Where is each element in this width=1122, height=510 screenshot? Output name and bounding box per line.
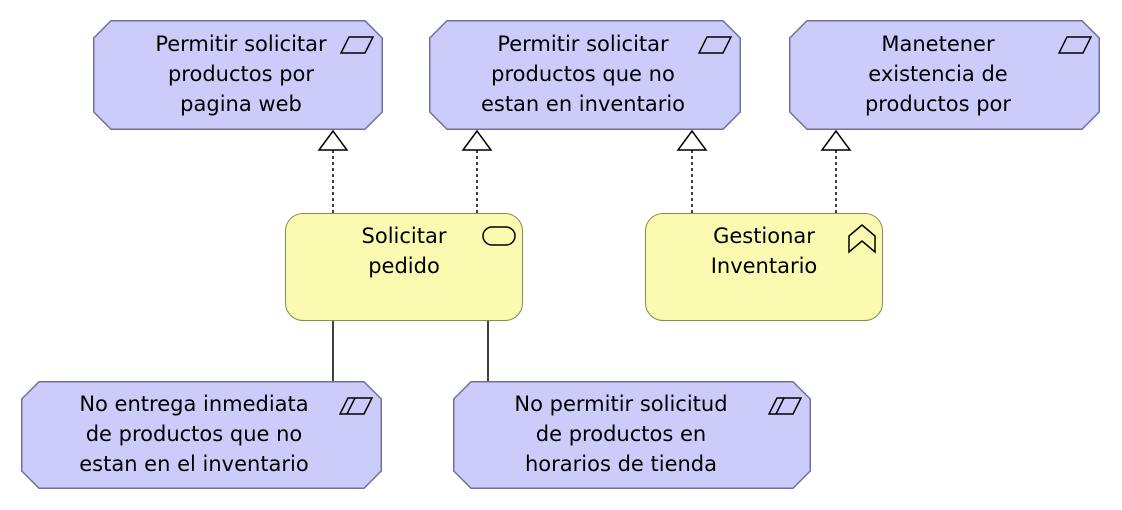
goal-label: Manetener existencia de productos por xyxy=(864,32,1012,116)
service-node[interactable]: Gestionar Inventario xyxy=(645,213,883,321)
realization-connector[interactable] xyxy=(317,129,349,213)
function-chevron-icon xyxy=(848,224,876,254)
goal-node[interactable]: Permitir solicitar productos por pagina … xyxy=(93,20,383,130)
constraint-node[interactable]: No entrega inmediata de productos que no… xyxy=(21,381,382,489)
service-node[interactable]: Solicitar pedido xyxy=(285,213,523,321)
service-label: Solicitar pedido xyxy=(361,224,447,278)
goal-shape xyxy=(429,20,741,130)
goal-node[interactable]: Manetener existencia de productos por xyxy=(789,20,1100,130)
realization-connector[interactable] xyxy=(461,129,493,213)
service-label: Gestionar Inventario xyxy=(710,224,818,278)
goal-shape xyxy=(789,20,1100,130)
goal-label: Permitir solicitar productos que no esta… xyxy=(480,32,686,116)
service-rounded-rect-icon xyxy=(482,226,516,246)
constraint-shape xyxy=(21,381,382,489)
goal-parallelogram-icon xyxy=(1058,36,1092,54)
constraint-label: No entrega inmediata de productos que no… xyxy=(79,392,309,476)
goal-parallelogram-icon xyxy=(340,36,374,54)
goal-shape xyxy=(93,20,383,130)
goal-label: Permitir solicitar productos por pagina … xyxy=(155,32,327,116)
constraint-label: No permitir solicitud de productos en ho… xyxy=(514,392,728,476)
realization-connector[interactable] xyxy=(820,129,852,213)
constraint-parallelogram-icon xyxy=(339,397,373,415)
goal-parallelogram-icon xyxy=(698,36,732,54)
constraint-parallelogram-icon xyxy=(768,397,802,415)
constraint-node[interactable]: No permitir solicitud de productos en ho… xyxy=(453,381,811,489)
constraint-shape xyxy=(453,381,811,489)
goal-node[interactable]: Permitir solicitar productos que no esta… xyxy=(429,20,741,130)
realization-connector[interactable] xyxy=(676,129,708,213)
